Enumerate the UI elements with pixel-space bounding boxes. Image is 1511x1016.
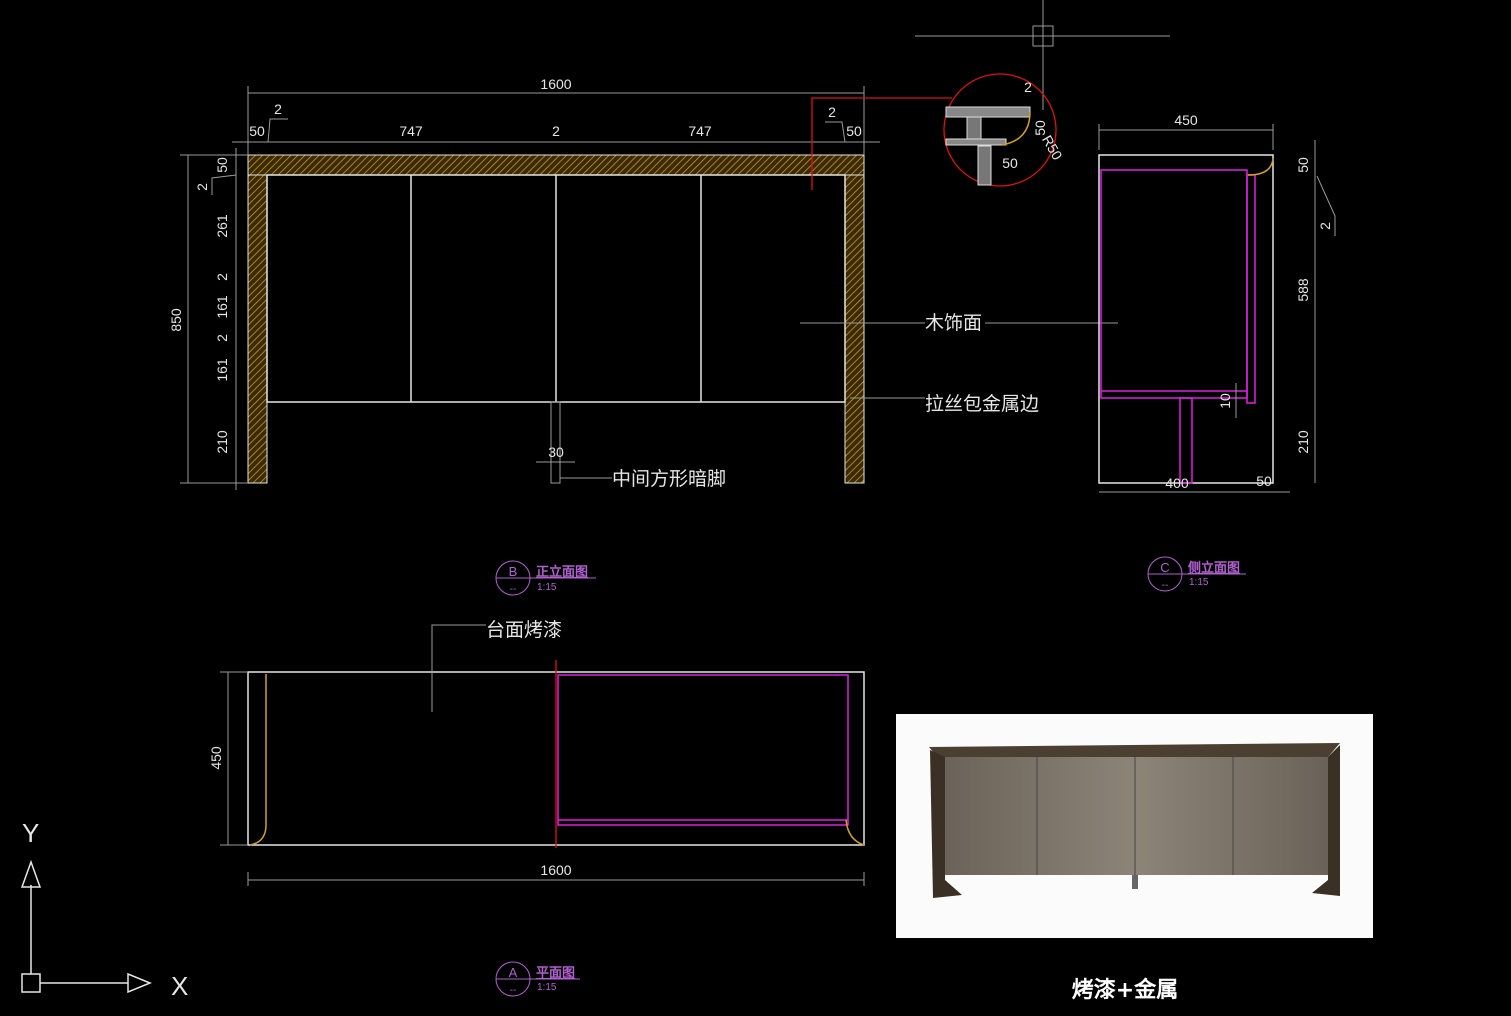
- dim-bottom: 50: [1256, 473, 1272, 489]
- left-leg: [247, 174, 268, 484]
- dim-segment: 747: [688, 123, 712, 139]
- dim-height: 50: [214, 157, 230, 173]
- label-hidden-leg: 中间方形暗脚: [612, 468, 726, 490]
- dim-leg-width: 30: [548, 444, 564, 460]
- detail-circle: [943, 73, 1057, 187]
- right-leg: [844, 174, 865, 484]
- detail-dim: 50: [1002, 155, 1018, 171]
- dim-inner-gap: 10: [1217, 393, 1233, 409]
- title-letter: B: [509, 564, 518, 579]
- dim-gap: 2: [828, 104, 836, 120]
- detail-radius: R50: [1039, 132, 1066, 162]
- dim-segment: 50: [846, 123, 862, 139]
- dim-height: 161: [214, 358, 230, 382]
- dim-plan-width: 1600: [540, 862, 571, 878]
- plan-view: 450 1600 台面烤漆 A -- 平面图 1:15: [208, 619, 865, 997]
- dim-height: 261: [214, 214, 230, 238]
- detail-dim: 2: [1024, 79, 1032, 95]
- label-countertop-lacquer: 台面烤漆: [486, 619, 562, 641]
- title-name: 平面图: [536, 966, 575, 981]
- title-sheet: --: [510, 985, 517, 996]
- dim-overall-height: 850: [168, 308, 184, 332]
- title-marker-side: C -- 侧立面图 1:15: [1147, 556, 1246, 592]
- ucs-icon: Y X: [20, 818, 188, 1001]
- y-axis-label: Y: [22, 818, 39, 848]
- dim-gap: 2: [274, 101, 282, 117]
- dim-bottom: 400: [1165, 475, 1189, 491]
- side-inner-panel: [1100, 169, 1248, 399]
- photo-caption: 烤漆+金属: [1072, 977, 1178, 1003]
- dim-height: 50: [1295, 157, 1311, 173]
- dim-height: 2: [1317, 222, 1333, 230]
- dim-segment: 2: [552, 123, 560, 139]
- title-scale: 1:15: [537, 582, 557, 593]
- title-marker-front: B -- 正立面图 1:15: [495, 560, 596, 596]
- dim-height: 210: [214, 430, 230, 454]
- title-marker-plan: A -- 平面图 1:15: [495, 961, 580, 997]
- center-hidden-leg: [550, 401, 561, 484]
- crosshair-pickbox: [1032, 25, 1054, 47]
- title-letter: A: [509, 965, 518, 980]
- title-name: 侧立面图: [1188, 560, 1240, 576]
- title-scale: 1:15: [1189, 577, 1209, 588]
- countertop-hatch: [247, 154, 865, 176]
- dim-overall-width: 1600: [540, 76, 571, 92]
- dim-height: 210: [1295, 430, 1311, 454]
- front-elevation: 1600 50 747 2 747 50 2 2 850 50 261 2 16…: [168, 76, 1118, 596]
- title-name: 正立面图: [536, 564, 588, 580]
- dim-plan-depth: 450: [208, 746, 224, 770]
- dim-height: 588: [1295, 278, 1311, 302]
- dim-height: 2: [214, 334, 230, 342]
- product-photo: 烤漆+金属: [896, 714, 1373, 1003]
- detail-dim: 50: [1032, 120, 1048, 136]
- detail-callout: 2 50 50 R50: [811, 0, 1170, 190]
- dim-height: 161: [214, 295, 230, 319]
- title-letter: C: [1160, 560, 1169, 575]
- x-axis-label: X: [171, 971, 188, 1001]
- title-sheet: --: [510, 584, 517, 595]
- plan-inner: [557, 674, 849, 826]
- dim-side-width: 450: [1174, 112, 1198, 128]
- title-scale: 1:15: [537, 982, 557, 993]
- label-metal-edge: 拉丝包金属边: [925, 393, 1039, 415]
- dim-segment: 50: [249, 123, 265, 139]
- dim-segment: 747: [399, 123, 423, 139]
- title-sheet: --: [1162, 580, 1169, 591]
- dim-top-gap: 2: [194, 183, 210, 191]
- dim-height: 2: [214, 273, 230, 281]
- label-wood-finish: 木饰面: [925, 312, 982, 334]
- side-leg: [1179, 397, 1193, 484]
- side-elevation: 450 50 2 588 210 10 400 50 C -- 侧立面图 1:1…: [1098, 112, 1336, 592]
